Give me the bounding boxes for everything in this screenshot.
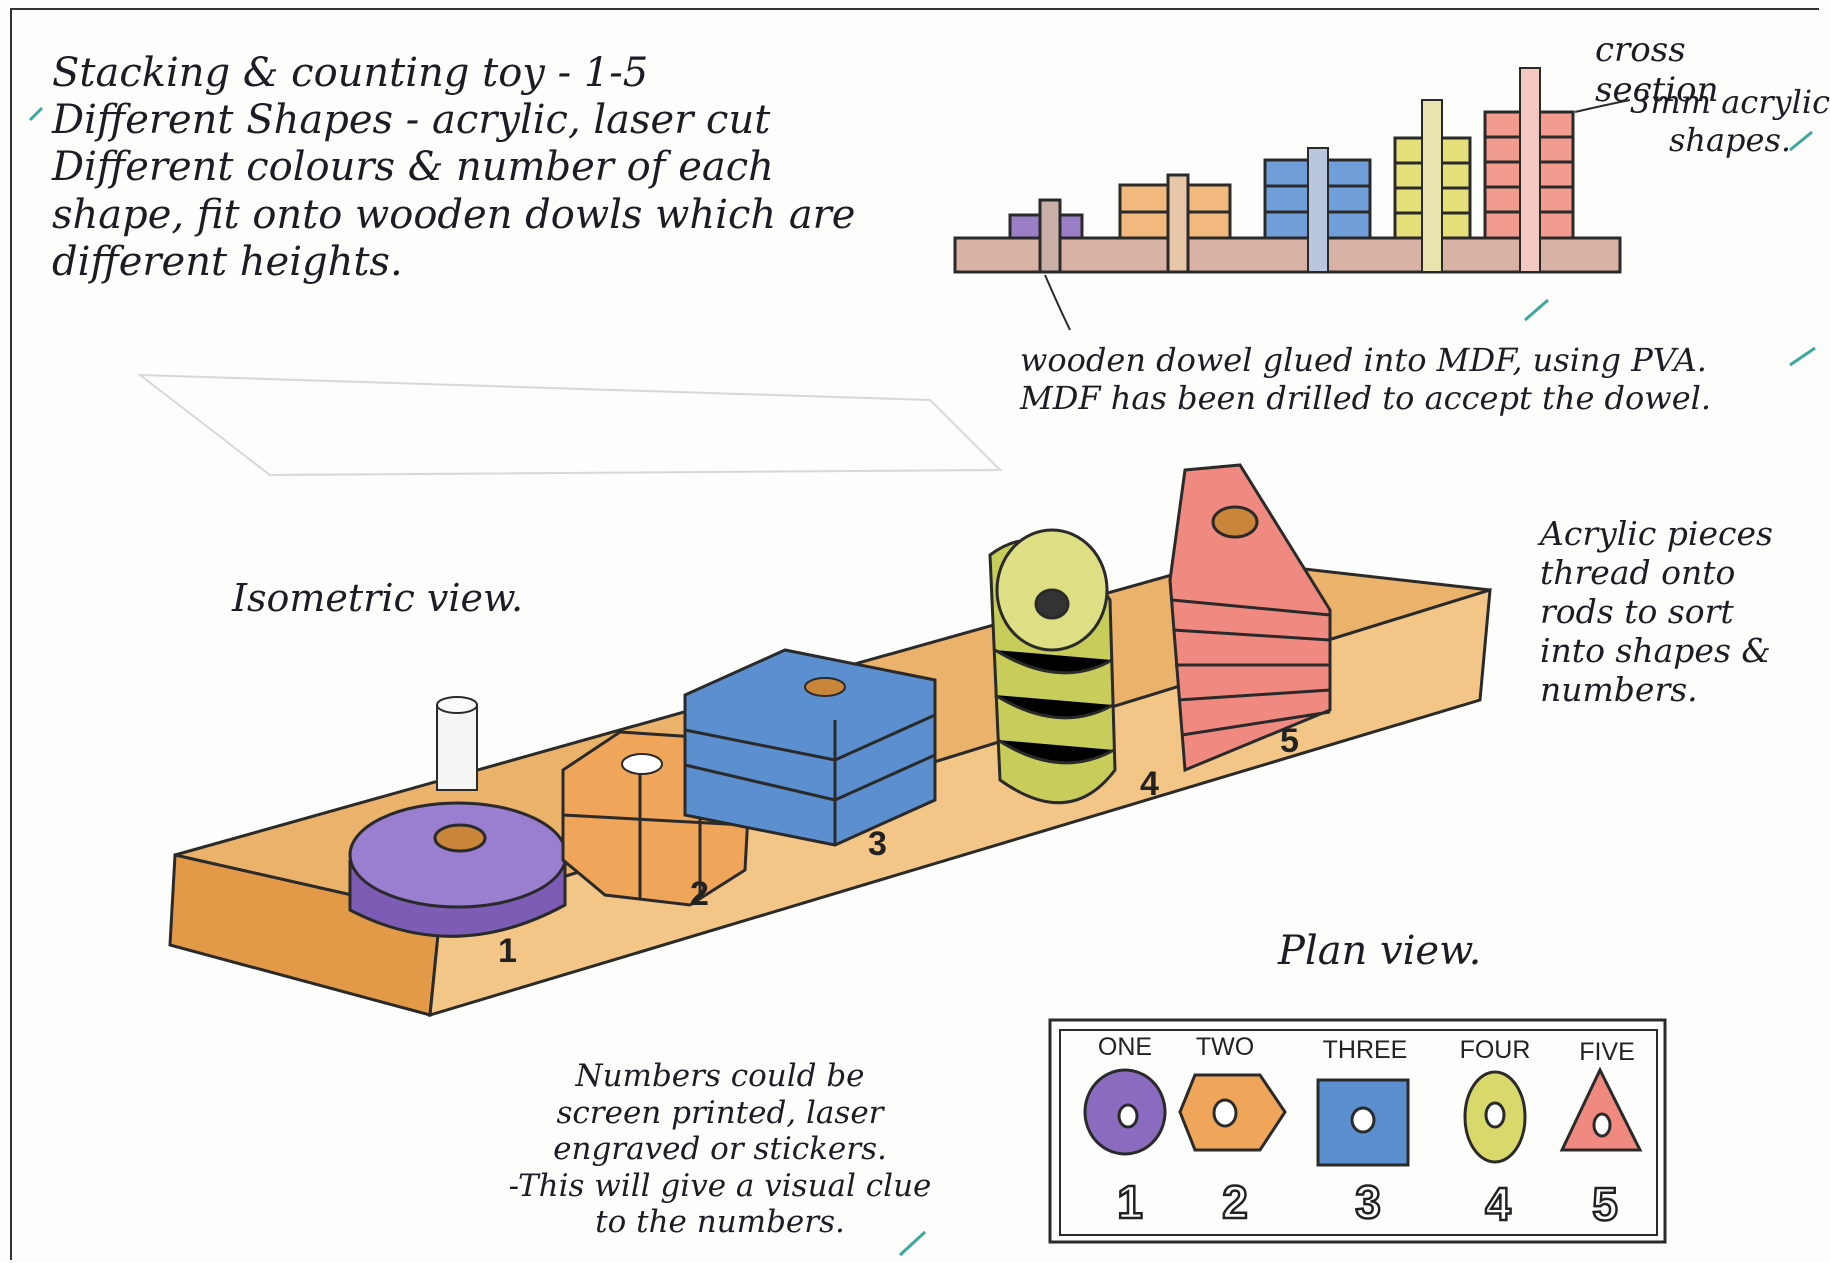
acrylic-pieces-note: Acrylic pieces thread onto rods to sort … — [1540, 514, 1773, 709]
plan-number-5: 5 — [1592, 1178, 1618, 1230]
check-mark-icon — [1524, 298, 1549, 322]
check-mark-icon — [28, 106, 44, 122]
intro-note: Stacking & counting toy - 1-5 Different … — [52, 50, 856, 285]
isometric-view-label: Isometric view. — [232, 576, 524, 620]
plan-view-label: Plan view. — [1278, 928, 1482, 974]
check-mark-icon — [1789, 346, 1816, 367]
erased-outline — [136, 373, 1003, 477]
plan-word-one: ONE — [1098, 1033, 1152, 1061]
plan-number-4: 4 — [1485, 1178, 1511, 1230]
iso-number-4: 4 — [1140, 765, 1159, 803]
sheet-border — [10, 8, 1819, 1260]
dowel-note: wooden dowel glued into MDF, using PVA. … — [1020, 341, 1712, 417]
plan-view-diagram — [1048, 1018, 1667, 1244]
iso-number-3: 3 — [868, 825, 887, 863]
iso-number-1: 1 — [498, 932, 517, 970]
numbers-note: Numbers could be screen printed, laser e… — [508, 1058, 932, 1241]
check-mark-icon — [1789, 130, 1813, 152]
acrylic-shapes-label: 3mm acrylic shapes. — [1630, 83, 1830, 159]
plan-number-2: 2 — [1222, 1176, 1248, 1228]
plan-number-1: 1 — [1117, 1176, 1143, 1228]
plan-word-four: FOUR — [1460, 1036, 1531, 1064]
plan-word-three: THREE — [1323, 1036, 1408, 1064]
plan-word-two: TWO — [1196, 1033, 1254, 1061]
check-mark-icon — [898, 1230, 927, 1257]
isometric-diagram — [168, 463, 1492, 1018]
cross-section-diagram — [953, 67, 1631, 331]
iso-number-5: 5 — [1280, 722, 1299, 760]
iso-number-2: 2 — [690, 875, 709, 913]
plan-word-five: FIVE — [1579, 1038, 1635, 1066]
plan-number-3: 3 — [1355, 1176, 1381, 1228]
